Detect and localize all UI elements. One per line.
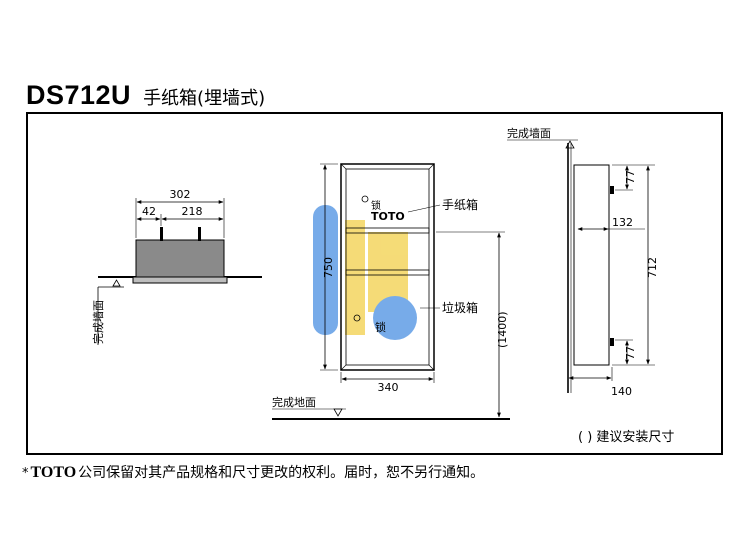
dim-140-label: 140 (611, 385, 632, 398)
front-shelf-2 (345, 269, 430, 276)
front-corner-bl (340, 364, 347, 371)
dim-712-label: 712 (646, 257, 659, 278)
left-handle-1 (160, 227, 163, 241)
front-elevation-view: 锁 锁 TOTO 手纸箱 垃圾箱 750 340 (1400) 完成地面 (272, 163, 510, 420)
dim-340-label: 340 (378, 381, 399, 394)
dim-750-label: 750 (322, 257, 335, 278)
install-dimension-legend: ( ) 建议安装尺寸 (578, 430, 674, 445)
dim-42-label: 42 (142, 205, 156, 218)
left-box-body (135, 239, 225, 278)
product-name: 手纸箱(埋墙式) (143, 88, 266, 109)
watermark-blue-circle (373, 296, 417, 340)
left-handle-2 (198, 227, 201, 241)
drawing-title: DS712U 手纸箱(埋墙式) (26, 80, 265, 111)
dim-132-label: 132 (612, 216, 633, 229)
front-brand-plate: TOTO (371, 210, 405, 223)
footer-notice: * TOTO 公司保留对其产品规格和尺寸更改的权利。届时，恕不另行通知。 (22, 462, 484, 482)
front-corner-br (428, 364, 435, 371)
left-plan-view: 302 42 218 完成墙面 (91, 188, 262, 345)
footer-brand: TOTO (30, 464, 77, 481)
lock-top-label: 锁 (371, 199, 381, 212)
left-wall-marker (112, 279, 121, 287)
side-bracket-top (610, 186, 614, 194)
side-wall-label: 完成墙面 (507, 126, 551, 140)
dim-77-bottom-label: 77 (624, 346, 637, 360)
footer-star: * (22, 466, 29, 481)
left-wall-label: 完成墙面 (91, 300, 105, 344)
side-section-view: 完成墙面 712 77 132 77 140 (507, 126, 659, 398)
dim-77-top-label: 77 (624, 170, 637, 184)
front-outer-frame (340, 163, 435, 371)
drawing-frame (26, 112, 723, 455)
lock-top-icon (361, 195, 369, 203)
front-shelf-1 (345, 227, 430, 234)
left-box-flange (132, 276, 228, 284)
paper-box-leader (407, 204, 441, 213)
side-bracket-bottom (610, 338, 614, 346)
paper-box-label: 手纸箱 (442, 197, 478, 212)
dim-218-label: 218 (182, 205, 203, 218)
floor-marker (333, 408, 343, 417)
front-corner-tr (428, 163, 435, 170)
lock-bottom-icon (353, 314, 361, 322)
side-box-body (573, 164, 610, 366)
dim-302-label: 302 (170, 188, 191, 201)
front-corner-tl (340, 163, 347, 170)
model-number: DS712U (26, 80, 132, 110)
side-wall-marker (565, 140, 575, 149)
waste-box-label: 垃圾箱 (442, 300, 478, 315)
footer-text: 公司保留对其产品规格和尺寸更改的权利。届时，恕不另行通知。 (78, 465, 485, 481)
dim-1400-label: (1400) (496, 311, 509, 348)
floor-label: 完成地面 (272, 395, 316, 409)
front-inner-frame (345, 168, 430, 366)
lock-bottom-label: 锁 (375, 320, 386, 334)
watermark-yellow-bar (345, 220, 365, 335)
